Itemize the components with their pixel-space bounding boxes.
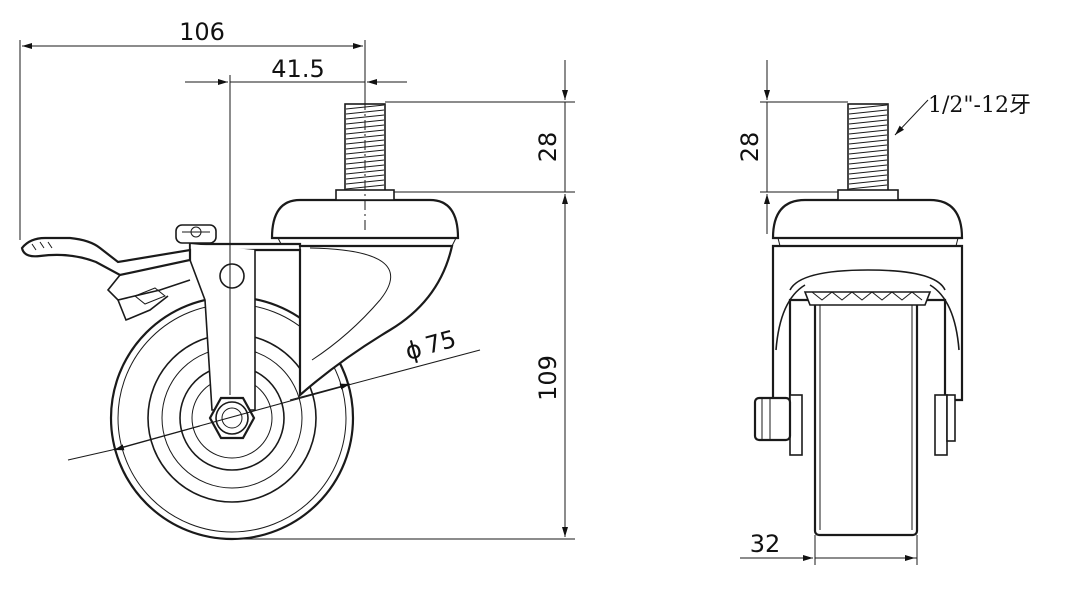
dim-front-stem-height: 28 bbox=[736, 60, 848, 234]
front-threaded-stem bbox=[837, 103, 899, 201]
dim-28-front-label: 28 bbox=[736, 132, 764, 163]
dim-28-side-label: 28 bbox=[534, 132, 562, 163]
front-wheel bbox=[803, 291, 932, 537]
thread-spec-label: 1/2"-12牙 bbox=[928, 93, 1031, 118]
dim-106-label: 106 bbox=[179, 18, 225, 46]
dim-overall-width: 106 bbox=[19, 18, 366, 240]
dim-109-label: 109 bbox=[534, 355, 562, 401]
dim-overall-height: 109 bbox=[232, 196, 575, 540]
diameter-symbol: ϕ bbox=[402, 335, 425, 366]
swivel-plate bbox=[270, 198, 460, 247]
side-view: 106 41.5 28 109 bbox=[19, 18, 575, 541]
front-plate bbox=[771, 198, 964, 247]
brake-lever bbox=[20, 224, 217, 322]
fork-body bbox=[188, 242, 454, 411]
dim-32-label: 32 bbox=[750, 530, 781, 558]
thread-callout: 1/2"-12牙 bbox=[894, 93, 1031, 136]
dim-41-5-label: 41.5 bbox=[271, 55, 324, 83]
front-view: 28 1/2"-12牙 32 bbox=[736, 60, 1031, 565]
axle-nut bbox=[208, 396, 256, 440]
dim-stem-offset: 41.5 bbox=[185, 55, 407, 395]
dim-wheel-width: 32 bbox=[740, 530, 918, 565]
dim-75-label: 75 bbox=[422, 325, 459, 360]
front-axle-bracket bbox=[753, 394, 956, 456]
pivot-hole bbox=[219, 263, 245, 289]
dim-side-stem-height: 28 bbox=[385, 60, 575, 234]
